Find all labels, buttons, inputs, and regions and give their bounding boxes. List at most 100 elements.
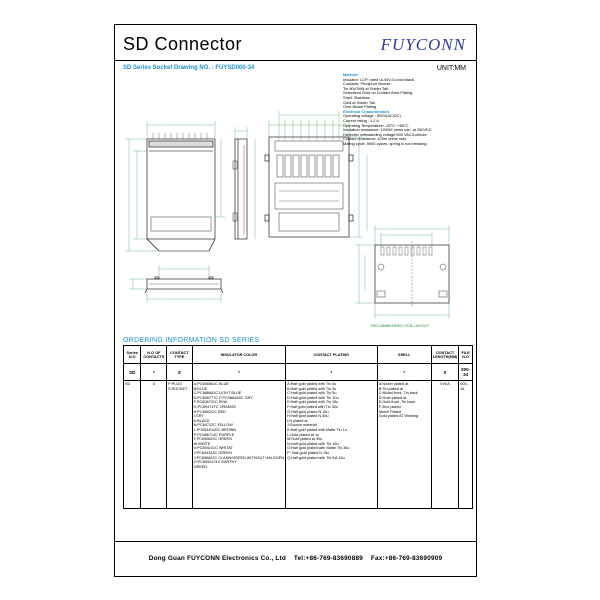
column-header: INSULATOR COLOR	[191, 345, 287, 364]
option-line: B:Tin plated at	[378, 386, 404, 391]
title-block: SD Connector FUYCONN	[115, 25, 476, 61]
pcb-layout-dimensions	[355, 225, 450, 319]
option-line: H:Half gold plated N 30u	[287, 414, 329, 419]
option-line: N:PC64712C YELLOW	[193, 423, 233, 428]
option-line: D:Half gold plated with Tin 10u	[287, 395, 339, 400]
option-line: J:PC696622C CLANN/GREEN WITHOUT HALOGEN	[193, 455, 285, 460]
option-line: Gold plated AT Welding	[378, 414, 419, 419]
code-cell: 000-34	[458, 363, 473, 381]
option-line: K:Half gold plated with Matte Tin 1u	[287, 427, 347, 432]
ordering-title: ORDERING INFORMATION SD SERIES	[123, 337, 260, 344]
option-line: J:PC694333C GREEN	[193, 450, 232, 455]
option-line: C:Nickel front ,Tin back	[378, 391, 418, 396]
drawing-sheet: SD Connector FUYCONN SD Series Socket Dr…	[114, 24, 477, 577]
option-line: N:Half gold plated with Tin 15u	[287, 441, 339, 446]
option-line: P:PLUG	[168, 382, 183, 386]
option-line: F:PC606701C PINK	[193, 400, 228, 405]
ordering-header-row: Series N.O N.O OF CONTACTS CONTACT TYPE …	[122, 345, 473, 364]
electrical-line: Dielectric withstanding voltage:500 VAC/…	[343, 131, 428, 137]
option-line: E:Gold front ,Tin back	[378, 400, 416, 405]
material-line: Selectived Gold on Contact Area Plating.	[343, 90, 414, 96]
material-heading: Material	[343, 72, 358, 77]
brand-logo: FUYCONN	[380, 35, 466, 54]
insulator-options: A:PC656661C BLUE B:BLUE C:PC686681C LIGH…	[191, 380, 287, 509]
option-line: F:Zinc plated	[378, 404, 401, 409]
option-line: D:Gold plated at	[378, 395, 407, 400]
option-line: I:GRY	[193, 414, 204, 419]
company-name: Dong Guan FUYCONN Electronics Co., Ltd	[148, 555, 286, 562]
column-header: CONTACT LENGTH(MM)	[430, 345, 460, 364]
side-view-dimensions	[234, 127, 256, 239]
option-line: H:PC6802GC RED	[193, 409, 226, 414]
material-list: Insulator: LCP, rated UL94V-0,color:blac…	[343, 76, 473, 110]
code-cell: *	[140, 363, 168, 381]
code-cell: *	[191, 363, 287, 381]
profile-view	[144, 276, 224, 294]
bottom-view-dimensions	[268, 111, 368, 238]
code-cell: 0	[430, 363, 460, 381]
option-line: C:Half gold plated with Tin 5u	[287, 391, 337, 396]
column-header: FILE N.O	[458, 345, 473, 364]
footer-contact: Dong Guan FUYCONN Electronics Co., Ltd T…	[115, 555, 476, 562]
electrical-line: Insulation resistance: 1000M ohms min. a…	[343, 127, 432, 133]
electrical-heading: Electrical Characteristics	[343, 108, 390, 114]
technical-drawing: RECOMMENDED PCB LAYOUT	[125, 111, 450, 328]
contacts-option: 0	[140, 380, 168, 509]
electrical-list: Operating voltage : 500V(AC/DC). Current…	[343, 114, 473, 146]
code-cell: *	[285, 363, 378, 381]
contact-type-options: P:PLUG S:SOCKET	[166, 380, 193, 509]
spec-block: Material Insulator: LCP, rated UL94V-0,c…	[343, 72, 473, 147]
material-line: Contacts: Phosphor Bronze.	[343, 81, 392, 87]
option-line: B:BLUE	[193, 386, 208, 391]
material-line: Tin 80u"MIN at Solder Tail.	[343, 85, 389, 91]
profile-view-dimensions	[129, 265, 222, 303]
option-line: L:Gold plated at 1u	[287, 432, 320, 437]
column-header: CONTACT TYPE	[166, 345, 193, 364]
material-line: Gold at Solder Tail.	[343, 99, 376, 105]
option-line: G:PC69471FC ORANGE	[193, 404, 237, 409]
fax: Fax:+86-769-83690909	[370, 555, 443, 562]
electrical-line: Operating voltage : 500V(AC/DC).	[343, 113, 402, 119]
option-line: GREEN	[193, 464, 208, 469]
column-header: Series N.O	[122, 345, 142, 364]
material-line: Shell: Stainless.	[343, 94, 371, 100]
electrical-line: Mating cycle: 5000 cycles, spring is not…	[343, 140, 428, 146]
front-view-dimensions	[125, 121, 225, 252]
plating-options: A:Half gold plated with Tin 5u B:Half go…	[285, 380, 378, 509]
option-line: K:BLACK	[193, 418, 210, 423]
code-cell: S	[166, 363, 193, 381]
side-view	[232, 138, 248, 240]
option-line: C:PC686681C LIGHT BLUE	[193, 391, 242, 396]
document-title: SD Connector	[123, 34, 243, 54]
option-line: M:Gold plated at 30u	[287, 437, 323, 442]
option-line: D:PC606777C F:PC9864A0C GRY	[193, 395, 253, 400]
unit-label: UNIT:MM	[436, 65, 466, 72]
series-option: SD	[122, 380, 142, 509]
material-line: Over Nickel Plating.	[343, 104, 378, 110]
length-option: 0:N/A	[430, 380, 460, 509]
option-line: S:SOCKET	[168, 386, 188, 391]
electrical-line: Operating Temperature: -25°C~+85°C.	[343, 122, 410, 128]
code-cell: *	[376, 363, 432, 381]
material-line: Insulator: LCP, rated UL94V-0,color:blac…	[343, 76, 416, 82]
options-row: SD 0 P:PLUG S:SOCKET A:PC656661C BLUE B:…	[122, 380, 473, 509]
option-line: T:PC690622C GREEN	[193, 437, 232, 442]
electrical-line: Current rating : 1.2 A.	[343, 117, 380, 123]
option-line: V:PC694101C WHITAT	[193, 446, 233, 451]
option-line: W:WHITE	[193, 441, 211, 446]
option-line: F:Half gold plated with Tin 30u	[287, 404, 339, 409]
file-option: 000-34	[458, 380, 473, 509]
option-line: I:N plated at	[287, 418, 308, 423]
option-line: O:Half gold plated with Matte Tin 30u	[287, 446, 350, 451]
option-line: P: Half gold plated N 15u	[287, 450, 330, 455]
option-line: B:Half gold plated with Tin 3u	[287, 386, 337, 391]
option-line: Nickel Plated	[378, 409, 401, 414]
option-line: A:PC656661C BLUE	[193, 382, 229, 386]
option-line: P:PC686714C PURPLE	[193, 432, 235, 437]
drawing-number: SD Series Socket Drawing NO. : FUYSD000-…	[123, 65, 255, 71]
ordering-table: Series N.O N.O OF CONTACTS CONTACT TYPE …	[122, 345, 473, 509]
column-header: CONTACT PLATING	[285, 345, 378, 364]
shell-options: A:Nickel plated at B:Tin plated at C:Nic…	[376, 380, 432, 509]
option-line: J:Source material	[287, 423, 317, 428]
option-line: E:Half gold plated with Tin 15u	[287, 400, 339, 405]
